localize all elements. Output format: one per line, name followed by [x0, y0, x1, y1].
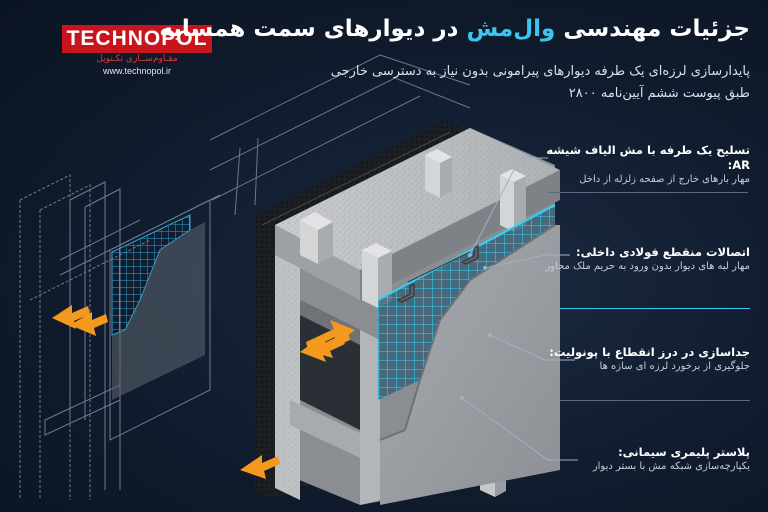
note-divider [560, 308, 750, 309]
upper-wireframe [209, 54, 471, 216]
note-divider [548, 192, 748, 193]
leader-lines [460, 157, 578, 461]
note-title: تسلیح یک طرفه با مش الیاف شیشه AR: [546, 143, 750, 172]
logo-brand: TECHNOPOL [66, 27, 208, 50]
note-desc: مهار بارهای خارج از صفحه زلزله از داخل [579, 174, 750, 185]
note-ar-mesh: تسلیح یک طرفه با مش الیاف شیشه AR: مهار … [542, 143, 750, 187]
note-desc: مهار لبه های دیوار بدون ورود به حریم ملک… [545, 261, 750, 272]
note-title: جداسازی در درز انقطاع با پونولیت: [549, 345, 750, 359]
logo-tagline: مقـاوم‌ســازی تکـنوپل [96, 54, 178, 64]
title-part1: جزئیات مهندسی [563, 16, 750, 42]
steel-connectors [396, 244, 479, 303]
subtitle-line2: طبق پیوست ششم آیین‌نامه ۲۸۰۰ [568, 86, 750, 101]
title-part2: در دیوارهای سمت همسایه [159, 16, 459, 42]
logo-url[interactable]: www.technopol.ir [102, 66, 172, 76]
logo-badge [62, 25, 212, 53]
note-steel-connectors: اتصالات منقطع فولادی داخلی: مهار لبه های… [542, 245, 750, 274]
note-desc: جلوگیری از برخورد لرزه ای سازه ها [599, 361, 750, 372]
note-desc: یکپارچه‌سازی شبکه مش با بستر دیوار [592, 461, 750, 472]
note-polymer-plaster: پلاستر پلیمری سیمانی: یکپارچه‌سازی شبکه … [542, 445, 750, 474]
title-accent: وال‌مش [466, 16, 556, 42]
note-pounolite: جداسازی در درز انقطاع با پونولیت: جلوگیر… [542, 345, 750, 374]
note-title: اتصالات منقطع فولادی داخلی: [576, 245, 750, 259]
note-divider [560, 400, 750, 401]
page-title: جزئیات مهندسی وال‌مش در دیوارهای سمت همس… [159, 16, 750, 42]
subtitle-line1: پایدارسازی لرزه‌ای یک طرفه دیوارهای پیرا… [330, 64, 750, 79]
separation-arrows [52, 305, 355, 479]
note-title: پلاستر پلیمری سیمانی: [618, 445, 750, 459]
neighbor-wireframe [19, 174, 221, 500]
